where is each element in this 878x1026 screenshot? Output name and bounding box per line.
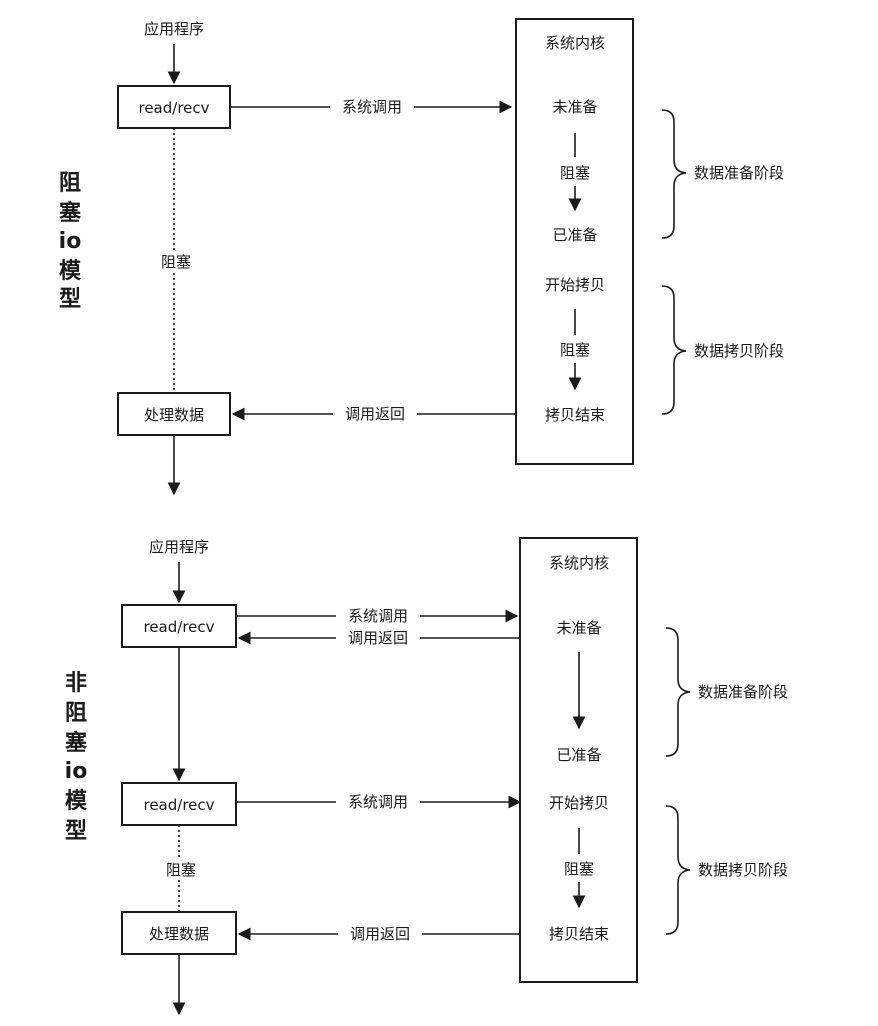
- nonblocking-side-title-char: 型: [65, 819, 87, 844]
- blocking-copy-done: 拷贝结束: [545, 406, 605, 424]
- blocking-ready: 已准备: [552, 226, 597, 244]
- blocking-start-copy: 开始拷贝: [545, 276, 605, 294]
- blocking-side-title-char: 型: [59, 287, 81, 312]
- blocking-side-title-char: 阻: [59, 171, 81, 196]
- nonblocking-not-ready: 未准备: [556, 619, 601, 637]
- nonblocking-side-title-char: 模: [65, 789, 88, 814]
- nonblocking-read-box-1: [121, 604, 237, 648]
- nonblocking-start-copy: 开始拷贝: [549, 794, 609, 812]
- nonblocking-ready: 已准备: [556, 746, 601, 764]
- blocking-copy-phase: 数据拷贝阶段: [694, 342, 784, 360]
- nonblocking-return-label-2: 调用返回: [350, 925, 410, 943]
- blocking-syscall-label: 系统调用: [342, 98, 402, 116]
- nonblocking-io-section: 非 阻 塞 io 模 型 应用程序 read/recv 系统调用 调用返回 re…: [65, 537, 788, 1016]
- blocking-read-box-label: read/recv: [138, 99, 209, 117]
- blocking-process-box: [117, 392, 231, 436]
- blocking-prep-phase: 数据准备阶段: [694, 164, 784, 182]
- nonblocking-copy-brace: [665, 805, 691, 935]
- blocking-io-section: 阻 塞 io 模 型 应用程序 read/recv 系统调用 阻塞 处理数据 调…: [59, 18, 784, 496]
- nonblocking-process-box: [121, 911, 237, 955]
- blocking-prep-brace: [661, 109, 687, 239]
- nonblocking-copy-block-label: 阻塞: [564, 860, 594, 878]
- nonblocking-side-title-char: 阻: [65, 701, 87, 726]
- blocking-app-label: 应用程序: [144, 20, 204, 38]
- nonblocking-copy-phase: 数据拷贝阶段: [698, 861, 788, 879]
- nonblocking-app-label: 应用程序: [149, 538, 209, 556]
- nonblocking-return-label-1: 调用返回: [348, 629, 408, 647]
- nonblocking-prep-phase: 数据准备阶段: [698, 683, 788, 701]
- nonblocking-read-box-1-label: read/recv: [143, 618, 214, 636]
- nonblocking-process-box-label: 处理数据: [149, 925, 209, 943]
- nonblocking-copy-done: 拷贝结束: [549, 925, 609, 943]
- nonblocking-prep-brace: [665, 627, 691, 757]
- nonblocking-syscall-label-1: 系统调用: [348, 607, 408, 625]
- blocking-return-label: 调用返回: [345, 405, 405, 423]
- nonblocking-block-label: 阻塞: [166, 861, 196, 879]
- nonblocking-side-title: 非 阻 塞 io 模 型: [65, 671, 88, 844]
- nonblocking-kernel-title: 系统内核: [549, 554, 609, 572]
- nonblocking-side-title-char: 非: [65, 671, 87, 696]
- nonblocking-read-box-2-label: read/recv: [143, 796, 214, 814]
- blocking-side-title-char: io: [59, 229, 82, 254]
- blocking-copy-brace: [661, 285, 687, 415]
- nonblocking-side-title-char: 塞: [65, 730, 88, 756]
- blocking-kernel-title: 系统内核: [545, 34, 605, 52]
- nonblocking-syscall-label-2: 系统调用: [348, 793, 408, 811]
- blocking-side-title-char: 模: [59, 259, 82, 284]
- nonblocking-side-title-char: io: [65, 759, 88, 784]
- blocking-block-label: 阻塞: [161, 253, 191, 271]
- blocking-copy-block-label: 阻塞: [560, 341, 590, 359]
- blocking-side-title-char: 塞: [59, 200, 82, 226]
- blocking-wait-label: 阻塞: [560, 164, 590, 182]
- blocking-not-ready: 未准备: [552, 98, 597, 116]
- blocking-side-title: 阻 塞 io 模 型: [59, 171, 82, 312]
- nonblocking-read-box-2: [121, 782, 237, 826]
- blocking-process-box-label: 处理数据: [144, 406, 204, 424]
